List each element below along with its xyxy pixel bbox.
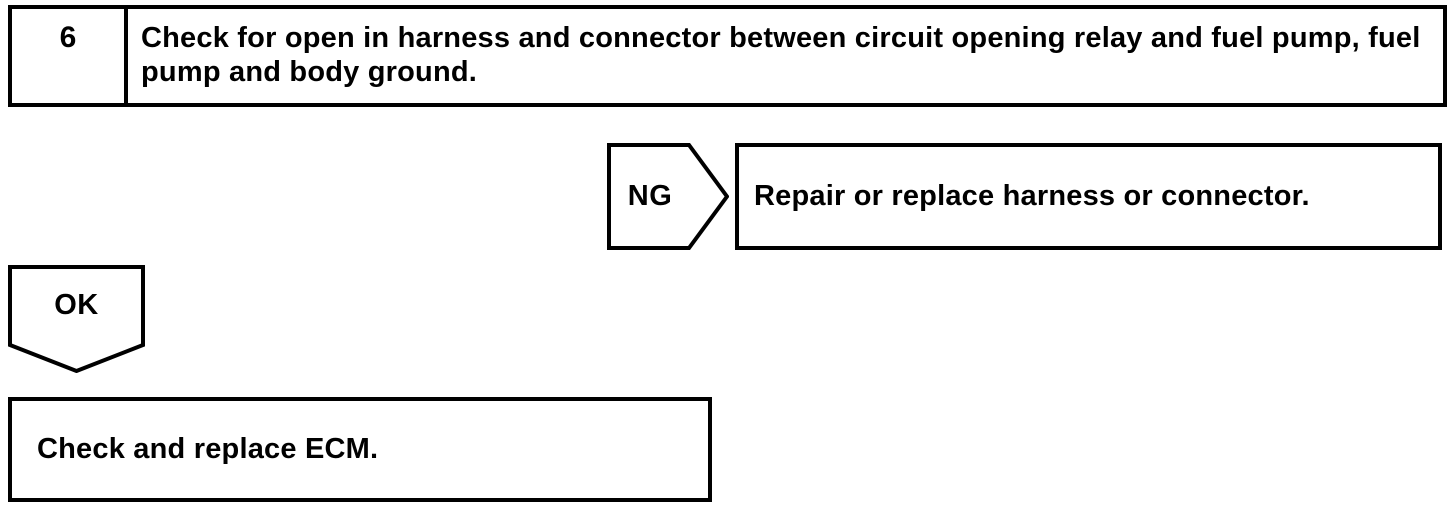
pentagon-right-arrow-icon — [607, 143, 729, 250]
ok-connector-shape: OK — [8, 265, 145, 373]
ok-action-box: Check and replace ECM. — [8, 397, 712, 502]
pentagon-down-arrow-icon — [8, 265, 145, 373]
step-box: 6 Check for open in harness and connecto… — [8, 5, 1447, 107]
ng-action-text: Repair or replace harness or connector. — [754, 180, 1310, 212]
ok-label: OK — [54, 288, 99, 321]
ok-action-text: Check and replace ECM. — [37, 433, 379, 465]
ng-connector-shape: NG — [607, 143, 729, 250]
step-instruction-text: Check for open in harness and connector … — [141, 22, 1421, 88]
step-number-cell: 6 — [12, 9, 128, 103]
step-number: 6 — [59, 21, 77, 54]
ng-label: NG — [627, 180, 673, 212]
ng-action-box: Repair or replace harness or connector. — [735, 143, 1442, 250]
